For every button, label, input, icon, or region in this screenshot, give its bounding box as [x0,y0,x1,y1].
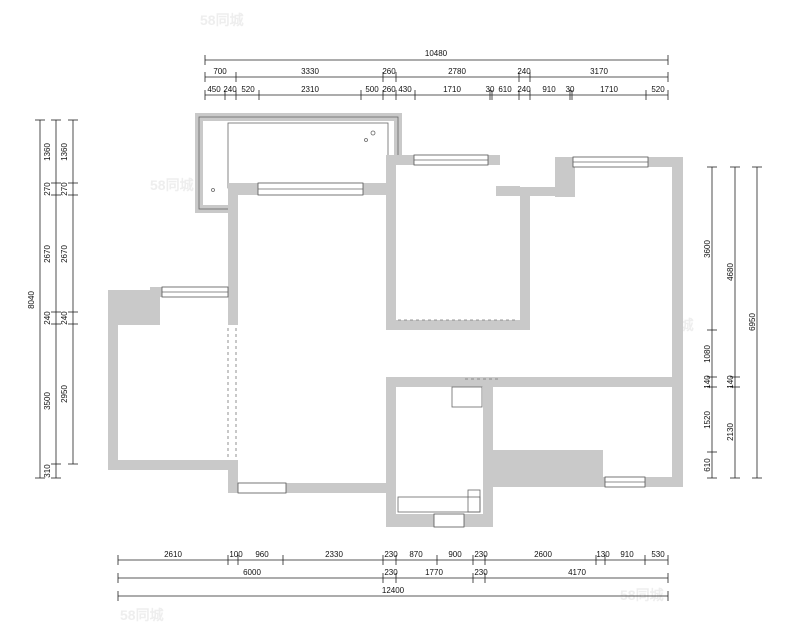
dimension-right-total: 6950 [748,166,762,479]
dimension-label: 100 [229,550,243,559]
dimension-label: 1360 [60,143,69,161]
dimension-label: 2310 [301,85,319,94]
window [433,513,465,528]
dimension-label: 8040 [27,291,36,309]
dimension-label: 310 [43,464,52,478]
dimension-label: 4170 [568,568,586,577]
dimension-top-row2: 700 3330 260 2780 240 3170 [204,67,669,82]
dimension-label: 240 [223,85,237,94]
dimension-label: 960 [255,550,269,559]
dimension-bottom-row2: 6000 230 1770 230 4170 [117,568,669,583]
dimension-label: 700 [213,67,227,76]
dimension-label: 1710 [443,85,461,94]
openings [227,319,518,460]
dimension-label: 3500 [43,392,52,410]
dimension-label: 910 [542,85,556,94]
dimension-left-inner: 1360 270 2670 240 2950 [60,119,78,465]
watermark: 58同城 [150,177,194,193]
dimension-label: 2670 [60,245,69,263]
dimension-right-mid: 4680 140 2130 [726,166,740,479]
dimension-label: 2610 [164,550,182,559]
dimension-label: 6000 [243,568,261,577]
dimension-label: 870 [409,550,423,559]
dimension-label: 900 [448,550,462,559]
dimension-label: 500 [365,85,379,94]
dimension-label: 1710 [600,85,618,94]
dimension-label: 260 [382,85,396,94]
dimension-top-row3: 450 240 520 2310 500 260 430 1710 30 610… [204,85,669,100]
dimension-label: 1080 [703,345,712,363]
dimension-top-total: 10480 [204,49,669,65]
dimension-label: 12400 [382,586,405,595]
dimension-label: 230 [474,568,488,577]
dimension-label: 2600 [534,550,552,559]
dimension-label: 130 [596,550,610,559]
dimension-label: 260 [382,67,396,76]
dimension-bottom-total: 12400 [117,586,669,601]
dimension-label: 3330 [301,67,319,76]
walls [108,113,683,527]
dimension-label: 270 [43,182,52,196]
dimension-label: 520 [651,85,665,94]
dimension-label: 3600 [703,240,712,258]
watermark: 58同城 [200,12,244,28]
dimension-label: 270 [60,182,69,196]
windows [161,154,649,528]
dimension-label: 30 [566,85,575,94]
dimension-label: 230 [384,568,398,577]
dimension-label: 3170 [590,67,608,76]
dimension-label: 530 [651,550,665,559]
dimension-label: 240 [60,311,69,325]
dimension-label: 230 [384,550,398,559]
dimension-label: 2950 [60,385,69,403]
dimension-label: 430 [398,85,412,94]
dimension-label: 1360 [43,143,52,161]
watermark: 58同城 [620,587,664,603]
dimension-label: 910 [620,550,634,559]
dimension-label: 4680 [726,263,735,281]
dimension-label: 10480 [425,49,448,58]
dimension-left-outer: 1360 270 2670 240 3500 310 [43,119,61,479]
dimension-label: 1520 [703,411,712,429]
dimension-label: 240 [43,311,52,325]
dimension-label: 240 [517,67,531,76]
dimension-left-total: 8040 [27,119,45,479]
watermark: 58同城 [120,607,164,623]
window [237,482,287,494]
dimension-label: 520 [241,85,255,94]
dimension-label: 2780 [448,67,466,76]
dimension-label: 2130 [726,423,735,441]
dimension-label: 450 [207,85,221,94]
dimension-label: 1770 [425,568,443,577]
dimension-label: 140 [726,375,735,389]
dimension-label: 30 [486,85,495,94]
dimension-label: 6950 [748,313,757,331]
dimension-label: 230 [474,550,488,559]
dimension-label: 610 [498,85,512,94]
dimension-label: 2330 [325,550,343,559]
dimension-label: 140 [703,375,712,389]
dimension-label: 610 [703,458,712,472]
dimension-right-inner: 3600 1080 140 1520 610 [703,166,717,479]
dimension-label: 2670 [43,245,52,263]
dimension-bottom-row1: 2610 100 960 2330 230 870 900 230 2600 1… [117,550,669,565]
dimension-label: 240 [517,85,531,94]
